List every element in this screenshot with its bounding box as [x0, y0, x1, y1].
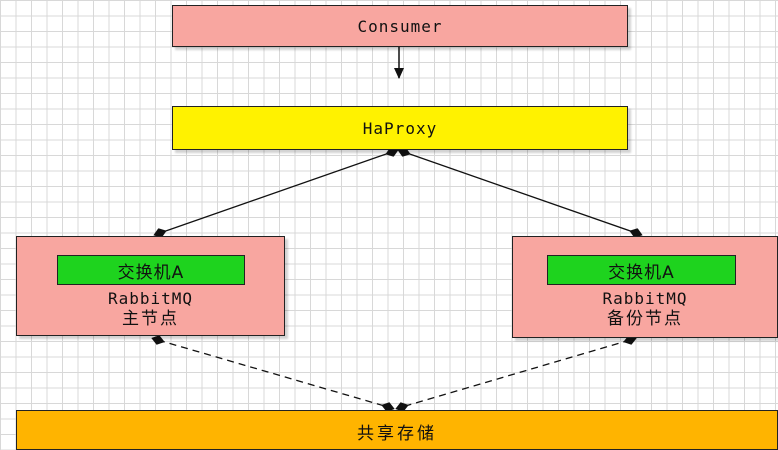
- shared-storage-label: 共享存储: [357, 424, 437, 444]
- master-exchange-label: 交换机A: [117, 262, 185, 283]
- rabbitmq-backup-node: 交换机A RabbitMQ 备份节点: [512, 236, 778, 338]
- edge-haproxy-backup: [397, 147, 643, 238]
- master-role: 主节点: [122, 309, 179, 329]
- master-title: RabbitMQ: [107, 289, 194, 308]
- backup-exchange-label: 交换机A: [608, 262, 675, 283]
- consumer-label: Consumer: [357, 16, 443, 36]
- backup-role: 备份节点: [607, 309, 683, 329]
- consumer-node: Consumer: [172, 5, 628, 47]
- edge-backup-storage: [395, 335, 637, 412]
- backup-title: RabbitMQ: [602, 289, 688, 308]
- backup-exchange-box: 交换机A: [547, 255, 736, 285]
- edge-master-storage: [151, 335, 395, 412]
- haproxy-node: HaProxy: [172, 106, 628, 150]
- shared-storage-node: 共享存储: [16, 410, 778, 450]
- rabbitmq-master-node: 交换机A RabbitMQ 主节点: [16, 236, 285, 336]
- haproxy-label: HaProxy: [362, 118, 438, 138]
- edge-haproxy-master: [153, 147, 399, 238]
- master-exchange-box: 交换机A: [57, 255, 245, 285]
